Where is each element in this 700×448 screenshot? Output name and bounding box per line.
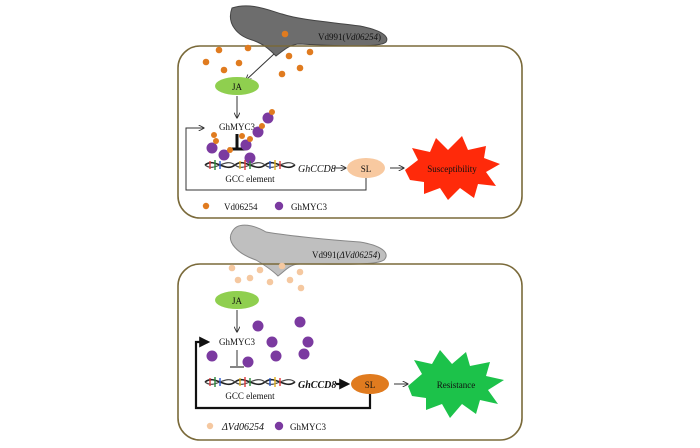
legend-label-myc-bottom: GhMYC3 <box>290 422 327 432</box>
myc-dot <box>252 320 264 332</box>
myc-dot <box>270 350 282 362</box>
pathogen-label-top: Vd991(Vd06254) <box>318 32 381 42</box>
cell-top <box>177 45 523 219</box>
feedback-loop-bottom <box>194 336 372 410</box>
feedback-loop-top <box>185 128 367 191</box>
dna-helix-top <box>204 160 296 170</box>
legend-label-effector-bottom: ΔVd06254 <box>221 422 264 433</box>
effector-dot <box>296 64 304 72</box>
arrow-fungus-to-ja-top <box>246 53 275 80</box>
effector-dots-top <box>202 30 314 78</box>
panel-bottom: Vd991(ΔVd06254) JA GhMYC3 <box>177 224 523 441</box>
effector-dot <box>269 109 275 115</box>
myc-dot <box>252 126 264 138</box>
sl-node-bottom <box>351 374 389 394</box>
effector-dots-bottom <box>228 262 305 292</box>
effector-dot <box>234 276 242 284</box>
legend-swatch-myc <box>274 201 284 211</box>
myc-dot <box>242 356 254 368</box>
sl-label-bottom: SL <box>365 380 376 390</box>
effector-dot <box>278 70 286 78</box>
effector-dot <box>220 66 228 74</box>
effector-dot <box>244 44 252 52</box>
legend-bottom: ΔVd06254 GhMYC3 <box>206 421 327 433</box>
outcome-label-top: Susceptibility <box>427 164 477 174</box>
effector-dot <box>211 132 217 138</box>
legend-swatch-effector-deleted <box>206 422 214 430</box>
effector-dot <box>259 123 265 129</box>
effector-dot <box>286 276 294 284</box>
effector-dot <box>296 268 304 276</box>
gene-label-bottom: GhCCD8 <box>298 380 336 391</box>
effector-dot <box>247 136 253 142</box>
outcome-label-bottom: Resistance <box>437 380 476 390</box>
element-label-bottom: GCC element <box>225 391 275 401</box>
effector-dot <box>213 138 219 144</box>
effector-dot <box>228 264 236 272</box>
effector-dot <box>202 58 210 66</box>
effector-dot <box>285 52 293 60</box>
tf-label-top: GhMYC3 <box>219 122 256 132</box>
legend-label-myc-top: GhMYC3 <box>291 202 328 212</box>
element-label-top: GCC element <box>225 174 275 184</box>
effector-dot <box>266 278 274 286</box>
myc-dot <box>206 142 218 154</box>
effector-dot <box>306 48 314 56</box>
legend-swatch-myc <box>274 421 284 431</box>
fungus-pathogen-top <box>230 5 388 57</box>
myc-dot <box>206 350 218 362</box>
effector-dot <box>227 147 233 153</box>
myc-dot <box>266 336 278 348</box>
effector-dot <box>246 274 254 282</box>
dna-helix-bottom <box>204 377 296 387</box>
myc-dot <box>240 139 252 151</box>
outcome-burst-bottom <box>408 350 504 418</box>
effector-dot <box>278 262 286 270</box>
effector-dot <box>256 266 264 274</box>
pathogen-label-bottom: Vd991(ΔVd06254) <box>312 250 380 260</box>
ja-label-top: JA <box>232 82 243 92</box>
myc-dot <box>218 149 230 161</box>
cell-bottom <box>177 263 523 441</box>
legend-label-effector-top: Vd06254 <box>224 202 258 212</box>
effector-dot <box>215 46 223 54</box>
sl-node-top <box>347 158 385 178</box>
effector-dot <box>235 59 243 67</box>
myc-dot <box>244 152 256 164</box>
sl-label-top: SL <box>361 164 372 174</box>
effector-dot <box>297 284 305 292</box>
ja-node-bottom <box>215 291 259 309</box>
outcome-burst-top <box>405 136 500 200</box>
ja-node-top <box>215 77 259 95</box>
myc-complexes-top <box>206 109 275 164</box>
legend-top: Vd06254 GhMYC3 <box>202 201 328 212</box>
myc-dot <box>302 336 314 348</box>
myc-dot <box>294 316 306 328</box>
myc-dots-bottom <box>206 316 314 368</box>
panel-top: Vd991(Vd06254) JA GhMYC3 <box>177 5 523 219</box>
myc-dot <box>262 112 274 124</box>
legend-swatch-effector <box>202 202 210 210</box>
ja-label-bottom: JA <box>232 296 243 306</box>
gene-label-top: GhCCD8 <box>298 164 336 175</box>
effector-dot <box>239 133 245 139</box>
tf-label-bottom: GhMYC3 <box>219 337 256 347</box>
effector-dot <box>281 30 289 38</box>
myc-dot <box>298 348 310 360</box>
